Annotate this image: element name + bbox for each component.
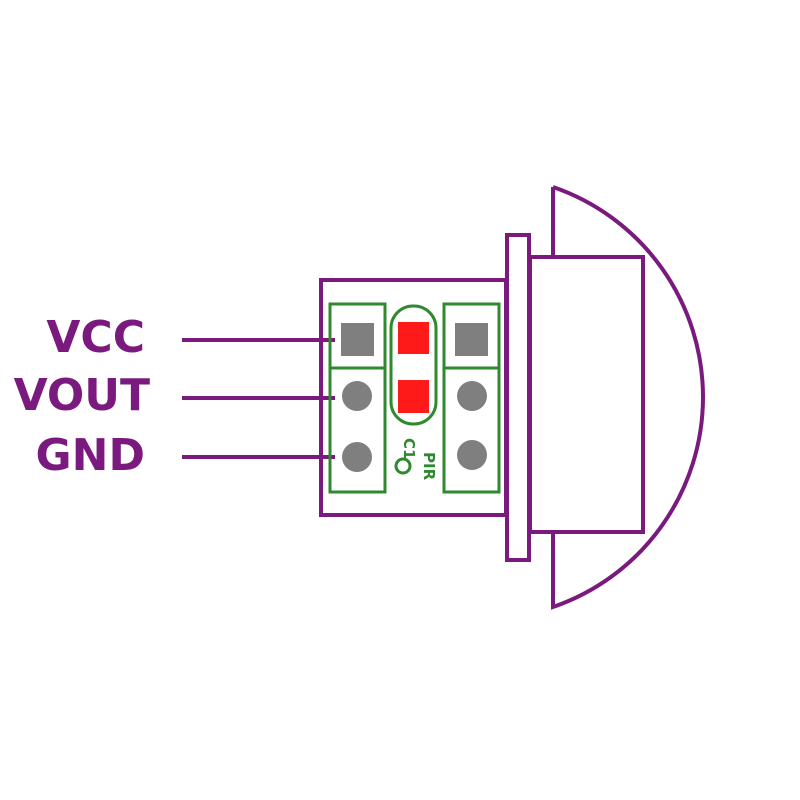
smd-pad-top bbox=[398, 322, 429, 354]
pad-left-round-1 bbox=[342, 381, 372, 411]
fresnel-dome bbox=[551, 185, 705, 610]
capacitor-outline bbox=[389, 304, 438, 426]
left-header-outline bbox=[328, 302, 387, 494]
pin-label-gnd: GND bbox=[36, 430, 145, 481]
pad-right-round-2 bbox=[457, 440, 487, 470]
pad-left-square bbox=[341, 323, 374, 356]
pad-right-square bbox=[455, 323, 488, 356]
capacitor-label: C1 bbox=[400, 438, 418, 459]
sensor-flange bbox=[505, 233, 531, 562]
right-header-outline bbox=[442, 302, 501, 494]
sensor-label: PIR bbox=[420, 452, 438, 481]
pad-right-round-1 bbox=[457, 381, 487, 411]
smd-pad-bottom bbox=[398, 380, 429, 413]
sensor-housing bbox=[528, 255, 645, 534]
test-point-via bbox=[394, 457, 412, 475]
pad-left-round-2 bbox=[342, 442, 372, 472]
pin-label-vout: VOUT bbox=[14, 370, 150, 421]
pin-label-vcc: VCC bbox=[46, 312, 145, 363]
